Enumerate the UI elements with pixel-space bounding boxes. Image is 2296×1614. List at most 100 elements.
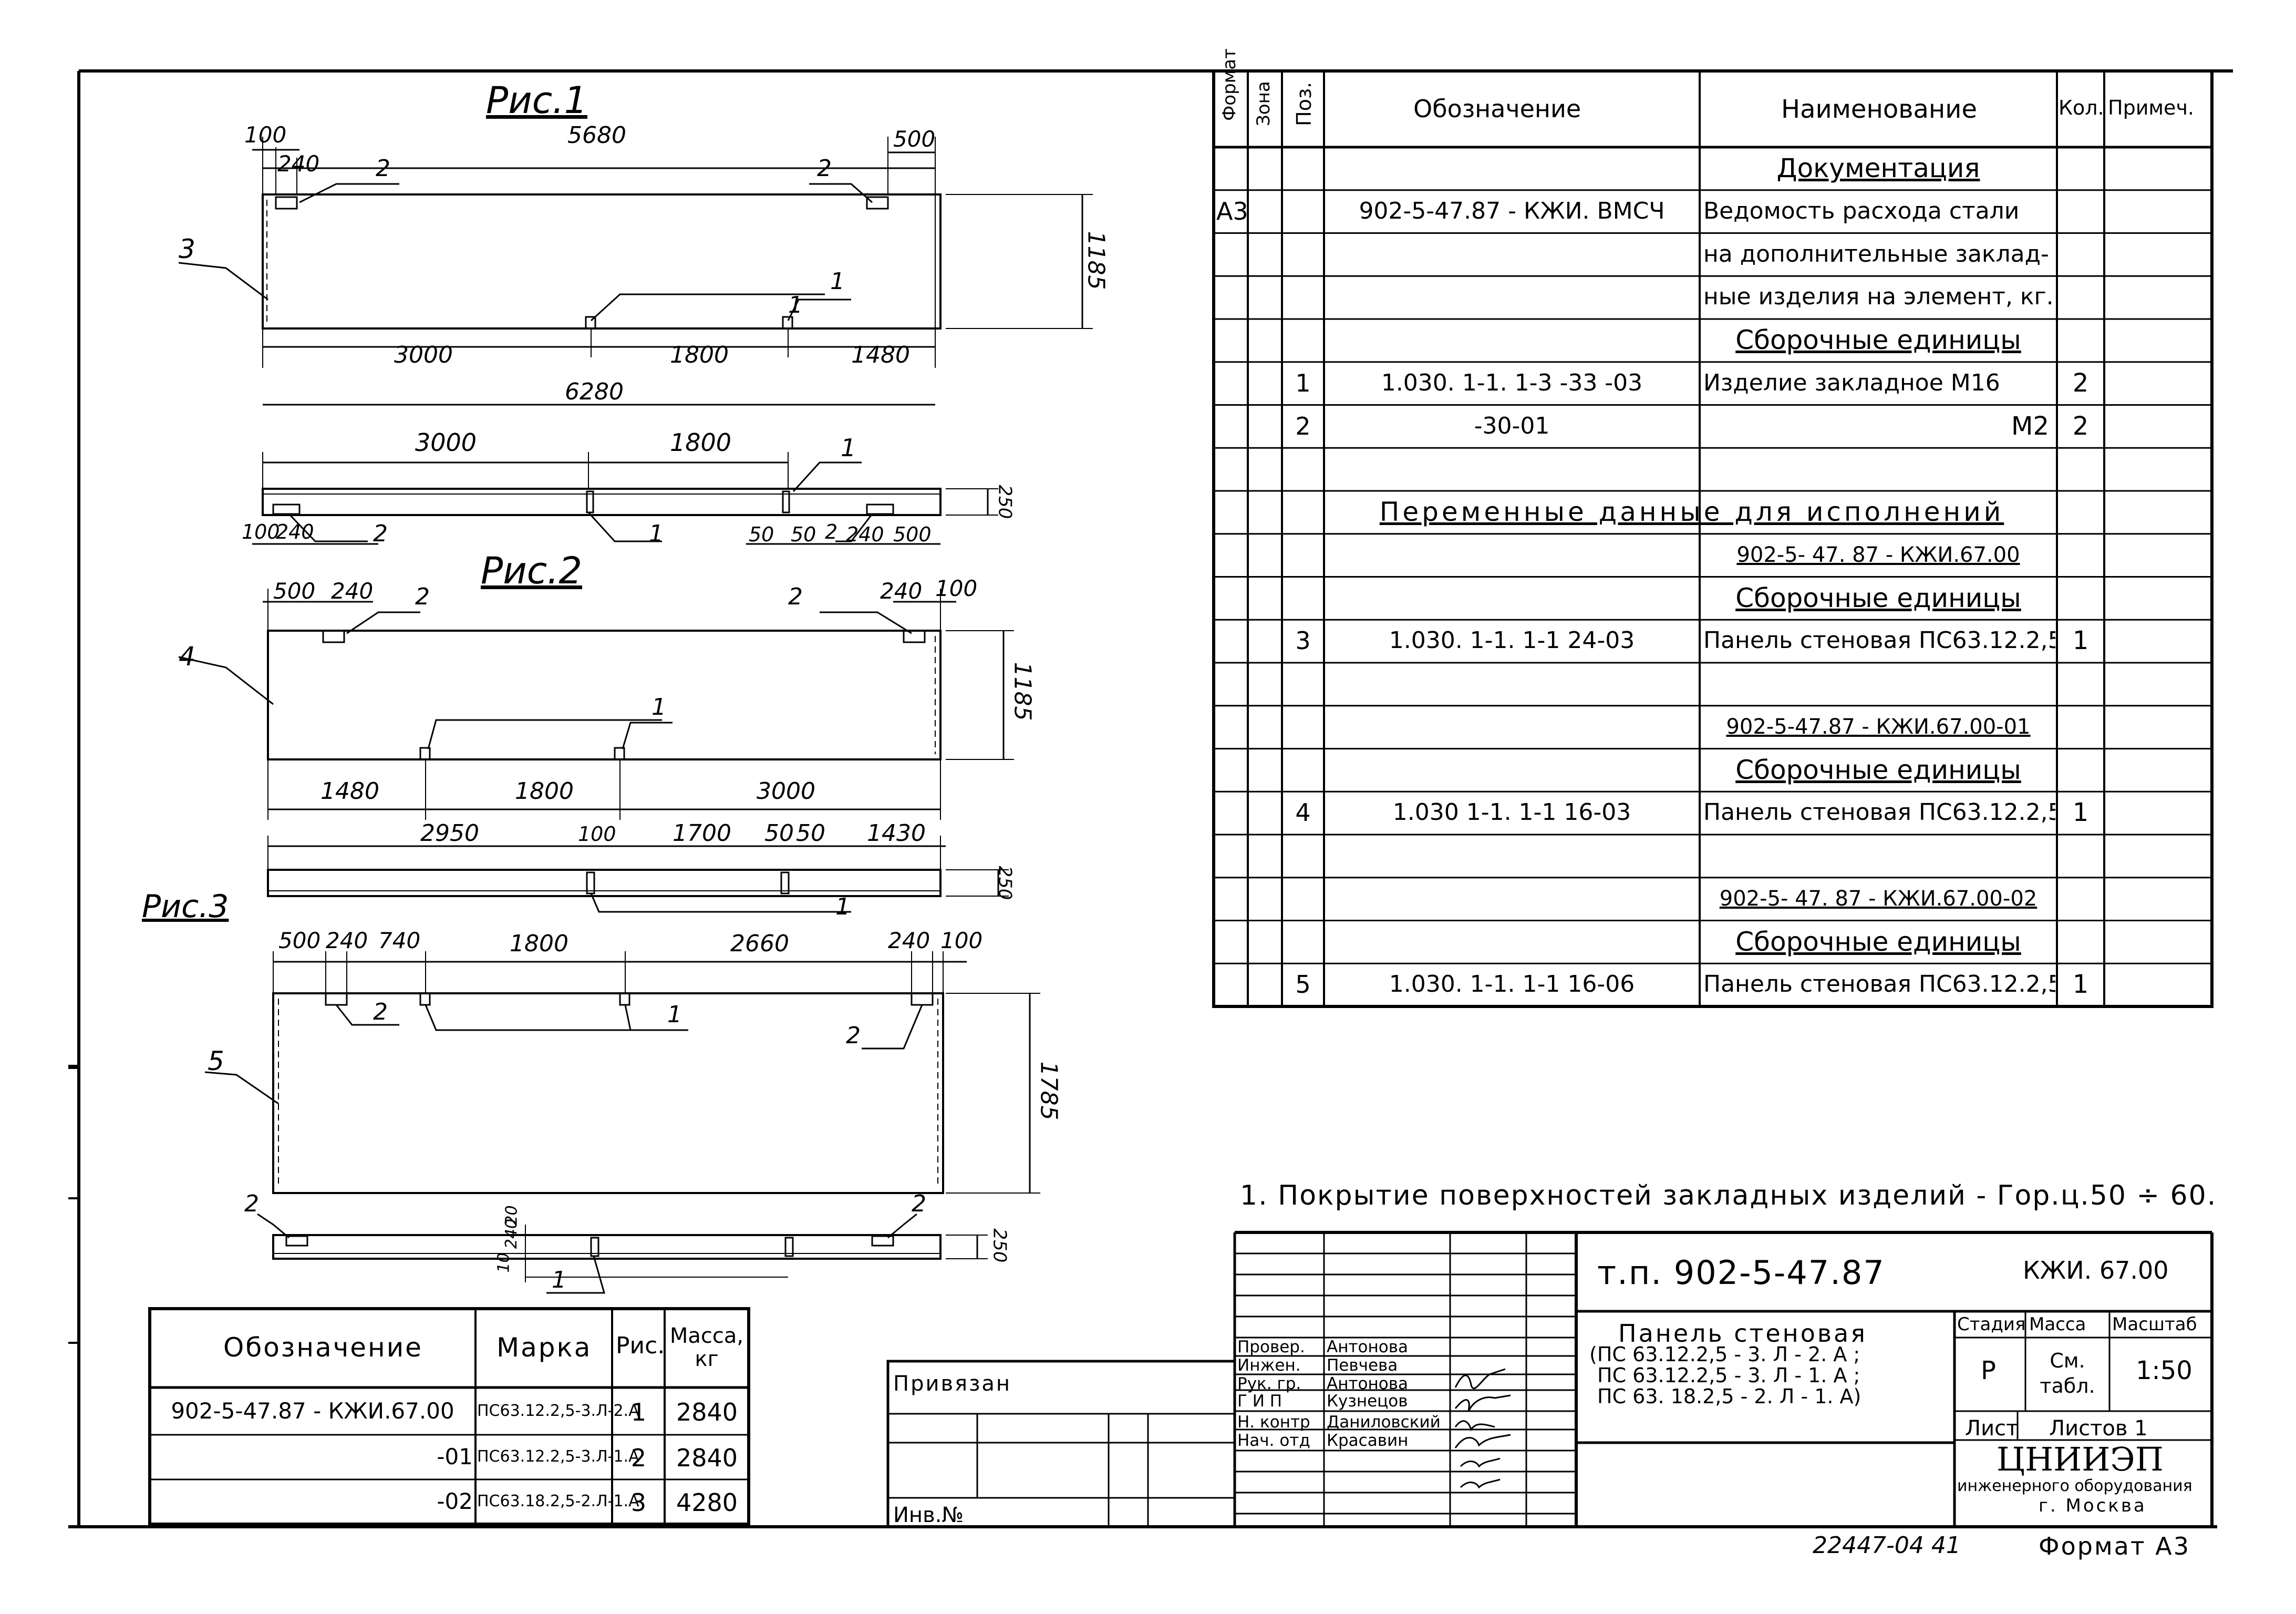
stamp-name: Даниловский <box>1327 1413 1441 1432</box>
stamp-name: Певчева <box>1327 1356 1398 1375</box>
label: 2 <box>825 520 838 543</box>
spec-cell-pos: 5 <box>1295 970 1311 999</box>
dim: 240 <box>331 578 374 604</box>
spec-header-note: Примеч. <box>2108 96 2194 119</box>
dim: 240 <box>277 151 320 177</box>
dim: 100 <box>935 575 978 601</box>
dim: 1785 <box>1035 1061 1062 1120</box>
project-number: т.п. 902-5-47.87 <box>1597 1253 1885 1292</box>
spec-cell-des: 1.030. 1-1. 1-3 -33 -03 <box>1381 369 1643 396</box>
spec-cell-name: Панель стеновая ПС63.12.2,5-3.Л-2 <box>1703 627 2055 654</box>
spec-header-zone: Зона <box>1253 81 1274 126</box>
sheet-label: Лист <box>1965 1416 2019 1441</box>
title-line: (ПС 63.12.2,5 - 3. Л - 2. А ; <box>1589 1343 1860 1366</box>
spec-cell-pos: 4 <box>1295 798 1311 827</box>
dim: 2950 <box>420 820 479 847</box>
dim: 240 <box>888 928 930 953</box>
label: 2 <box>244 1190 259 1217</box>
marks-cell-mark: ПС63.12.2,5-3.Л-1.А <box>477 1447 639 1466</box>
spec-cell-pos: 2 <box>1295 412 1311 440</box>
stamp-role: Рук. гр. <box>1237 1374 1301 1393</box>
title-line: ПС 63.12.2,5 - 3. Л - 1. А ; <box>1597 1364 1860 1387</box>
marks-header-designation: Обозначение <box>223 1332 423 1363</box>
drawing-code: КЖИ. 67.00 <box>2023 1256 2169 1284</box>
dim: 240 <box>326 928 368 953</box>
sheets-label: Листов 1 <box>2049 1416 2148 1441</box>
spec-cell-name: Изделие закладное М16 <box>1703 369 2000 396</box>
title-line: Панель стеновая <box>1618 1319 1867 1348</box>
org-line: г. Москва <box>2039 1495 2147 1516</box>
dim: 50 <box>749 523 774 546</box>
spec-cell-name: Сборочные единицы <box>1735 582 2021 613</box>
dim: 3000 <box>415 428 477 457</box>
label: 1 <box>788 292 803 318</box>
privyazan-label: Привязан <box>893 1372 1012 1396</box>
spec-cell-name: 902-5- 47. 87 - КЖИ.67.00-02 <box>1719 886 2038 911</box>
stamp-role: Г И П <box>1237 1392 1283 1411</box>
stage-value: Р <box>1981 1356 1996 1385</box>
stamp-name: Красавин <box>1327 1431 1409 1450</box>
dim: 250 <box>994 485 1016 519</box>
dim: 50 <box>791 523 816 546</box>
spec-cell-name: 902-5- 47. 87 - КЖИ.67.00 <box>1736 542 2020 567</box>
dim: 1800 <box>515 778 574 805</box>
label: 1 <box>651 694 666 721</box>
spec-cell-name: Сборочные единицы <box>1735 325 2021 355</box>
spec-cell-fmt: А3 <box>1216 197 1248 225</box>
dim: 3000 <box>394 342 453 368</box>
spec-cell-name: на дополнительные заклад- <box>1703 240 2049 268</box>
spec-cell-name: Документация <box>1776 153 1980 183</box>
stamp-role: Провер. <box>1237 1338 1305 1356</box>
dim: 740 <box>378 928 421 953</box>
archive-number: 22447-04 41 <box>1813 1532 1961 1559</box>
fig3-title: Рис.3 <box>142 888 229 925</box>
marks-cell-des: -02 <box>437 1488 473 1514</box>
label: 3 <box>179 234 195 264</box>
stamp-role: Инжен. <box>1237 1356 1301 1375</box>
dim: 1430 <box>867 820 926 847</box>
label: 1 <box>830 268 845 295</box>
stamp-name: Кузнецов <box>1327 1392 1408 1411</box>
label: 2 <box>788 583 803 610</box>
dim: 100 <box>940 928 983 953</box>
dim: 1800 <box>670 342 729 368</box>
dim: 1480 <box>320 778 379 805</box>
marks-cell-mass: 2840 <box>676 1398 738 1426</box>
spec-cell-name: М2 <box>2011 411 2049 441</box>
marks-cell-fig: 1 <box>630 1398 647 1426</box>
org-line: инженерного оборудования <box>1957 1477 2192 1495</box>
dim: 5680 <box>567 122 626 149</box>
dim: 500 <box>893 523 932 546</box>
spec-cell-des: 1.030 1-1. 1-1 16-03 <box>1392 799 1631 826</box>
dim: 100 <box>242 520 280 543</box>
marks-cell-mass: 4280 <box>676 1488 738 1517</box>
dim: 2660 <box>730 930 789 957</box>
marks-cell-des: -01 <box>437 1444 473 1469</box>
spec-cell-qty: 1 <box>2072 970 2089 1000</box>
dim: 3000 <box>757 778 815 805</box>
marks-header-fig: Рис. <box>616 1332 665 1359</box>
spec-cell-name: 902-5-47.87 - КЖИ.67.00-01 <box>1726 714 2031 739</box>
spec-cell-qty: 1 <box>2072 798 2089 828</box>
marks-cell-des: 902-5-47.87 - КЖИ.67.00 <box>171 1398 454 1424</box>
label: 2 <box>846 1022 861 1049</box>
org-logo: ЦНИИЭП <box>1997 1440 2164 1478</box>
dim: 1185 <box>1009 662 1036 721</box>
spec-cell-name: Сборочные единицы <box>1735 926 2021 957</box>
dim: 240 <box>276 520 314 543</box>
marks-cell-fig: 3 <box>630 1488 647 1517</box>
spec-header-qty: Кол. <box>2059 96 2104 119</box>
spec-cell-des: 902-5-47.87 - КЖИ. ВМСЧ <box>1359 197 1665 224</box>
marks-cell-mass: 2840 <box>676 1444 738 1472</box>
dim: 100 <box>244 122 287 148</box>
stage-header: Стадия <box>1957 1314 2026 1335</box>
dim: 1480 <box>851 342 910 368</box>
mass-value: См. табл. <box>2040 1349 2095 1397</box>
spec-cell-name: Переменные данные для исполнений <box>1379 497 2004 527</box>
spec-cell-name: ные изделия на элемент, кг. <box>1703 283 2054 311</box>
marks-header-mark: Марка <box>497 1332 592 1363</box>
spec-header-format: Формат <box>1219 48 1240 121</box>
label: 2 <box>373 999 388 1025</box>
label: 2 <box>373 520 388 547</box>
